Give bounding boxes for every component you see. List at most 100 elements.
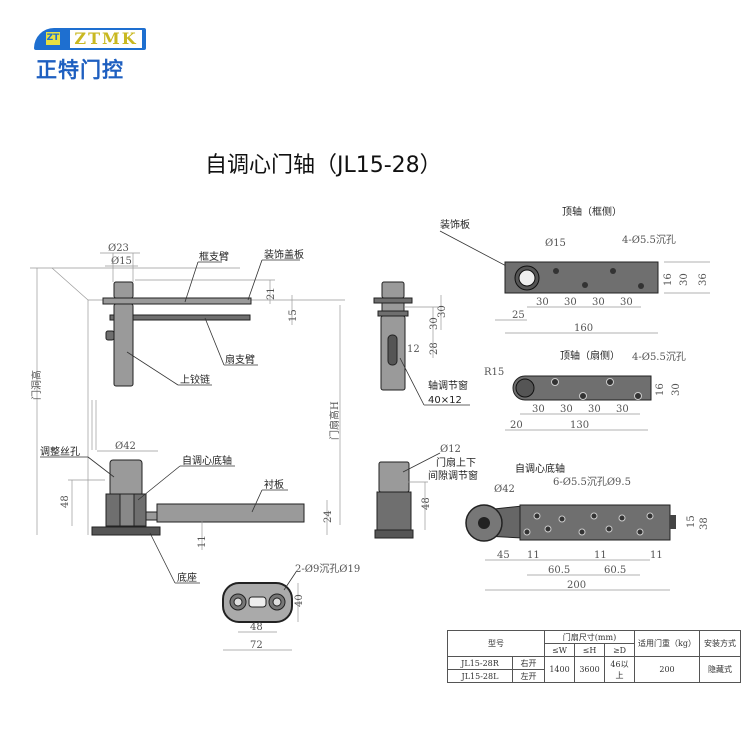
th-weight: 适用门重（kg） bbox=[634, 630, 700, 657]
upper-hinge bbox=[113, 303, 134, 387]
label-deco: 装饰板 bbox=[440, 218, 470, 231]
opening-height-label: 门洞高 bbox=[30, 370, 43, 400]
pivot-head bbox=[109, 459, 143, 497]
dim-d12: Ø12 bbox=[440, 444, 461, 455]
leaf-pitch-3: 30 bbox=[588, 404, 601, 415]
dim-30-left: 30 bbox=[437, 305, 448, 318]
side-view: 门洞高 门扇高H Ø23 Ø15 21 15 框支臂 装饰盖板 扇支臂 上 bbox=[30, 243, 345, 584]
logo-name: ZTMK bbox=[70, 30, 142, 48]
label-leaf-arm: 扇支臂 bbox=[225, 353, 255, 366]
cell-dir: 左开 bbox=[511, 669, 546, 683]
label-upper-hinge: 上铰链 bbox=[180, 373, 210, 386]
label-window1: 轴调节窗 bbox=[428, 379, 468, 392]
dim-36-frame: 36 bbox=[698, 273, 709, 286]
th-h: ≤H bbox=[574, 643, 605, 657]
dim-45: 45 bbox=[497, 550, 510, 561]
label-holes-frame: 4-Ø5.5沉孔 bbox=[622, 233, 676, 246]
dim-16-leaf: 16 bbox=[655, 383, 666, 396]
dim-15: 15 bbox=[288, 309, 299, 322]
dim-d42-bottom: Ø42 bbox=[494, 484, 515, 495]
label-bottom-pivot: 自调心底轴 bbox=[182, 454, 232, 467]
drawing-title: 自调心门轴（JL15-28） bbox=[205, 153, 442, 178]
bottom-pivot-view: 自调心底轴 Ø42 6-Ø5.5沉孔Ø9.5 45 11 11 11 60.5 … bbox=[465, 462, 710, 591]
frame-arm bbox=[102, 297, 252, 305]
dim-72: 72 bbox=[250, 640, 263, 651]
label-window2b: 间隙调节窗 bbox=[428, 469, 478, 482]
label-holes-leaf: 4-Ø5.5沉孔 bbox=[632, 350, 686, 363]
dim-21: 21 bbox=[266, 287, 277, 300]
dim-30-frame: 30 bbox=[679, 273, 690, 286]
liner-plate bbox=[156, 503, 305, 523]
dim-11-b: 11 bbox=[594, 550, 607, 561]
logo: ZT ZTMK 正特门控 bbox=[34, 28, 149, 88]
dim-60-5-b: 60.5 bbox=[604, 565, 626, 576]
cell-w: 1400 bbox=[544, 656, 575, 683]
th-d: ≥D bbox=[604, 643, 635, 657]
logo-mark: ZT bbox=[46, 32, 60, 45]
dim-40: 40 bbox=[294, 594, 305, 607]
dim-48-base: 48 bbox=[250, 622, 263, 633]
label-frame-arm: 框支臂 bbox=[199, 250, 229, 263]
dim-60-5-a: 60.5 bbox=[548, 565, 570, 576]
th-install: 安装方式 bbox=[699, 630, 741, 657]
dim-d42: Ø42 bbox=[115, 441, 136, 452]
top-frame-view: 顶轴（框侧） 装饰板 Ø15 4-Ø5.5沉孔 30 30 30 30 25 1… bbox=[437, 205, 710, 334]
dim-20: 20 bbox=[510, 420, 523, 431]
dim-48-mid: 48 bbox=[421, 497, 432, 510]
pitch-3: 30 bbox=[592, 297, 605, 308]
th-model: 型号 bbox=[447, 630, 545, 657]
dim-r15: R15 bbox=[484, 367, 504, 378]
dim-30-mid: 30 bbox=[429, 317, 440, 330]
cell-h: 3600 bbox=[574, 656, 605, 683]
dim-130: 130 bbox=[570, 420, 589, 431]
base-top-view: 2-Ø9沉孔Ø19 40 48 72 bbox=[222, 562, 360, 651]
base-plate bbox=[91, 526, 161, 536]
label-liner-plate: 衬板 bbox=[264, 478, 284, 491]
label-window2a: 门扇上下 bbox=[436, 456, 476, 469]
label-window1-size: 40×12 bbox=[428, 395, 462, 406]
dim-24: 24 bbox=[323, 510, 334, 523]
th-w: ≤W bbox=[544, 643, 575, 657]
cell-dir: 右开 bbox=[511, 656, 546, 670]
cell-model: JL15-28R bbox=[447, 656, 513, 670]
th-size: 门扇尺寸(mm) bbox=[544, 630, 635, 644]
dim-25: 25 bbox=[512, 310, 525, 321]
label-cover-plate: 装饰盖板 bbox=[264, 248, 304, 261]
leaf-height-label: 门扇高H bbox=[328, 401, 341, 440]
spec-table: 型号 门扇尺寸(mm) 适用门重（kg） 安装方式 ≤W ≤H ≥D JL15-… bbox=[447, 630, 741, 683]
dim-160: 160 bbox=[574, 323, 593, 334]
table-row: JL15-28L 左开 bbox=[447, 669, 741, 683]
dim-30-leaf: 30 bbox=[671, 383, 682, 396]
leaf-pitch-2: 30 bbox=[560, 404, 573, 415]
table-row: JL15-28R 右开 1400 3600 46以上 200 隐藏式 bbox=[447, 656, 741, 683]
logo-cn: 正特门控 bbox=[36, 58, 124, 82]
dim-11: 11 bbox=[197, 535, 208, 548]
cell-model: JL15-28L bbox=[447, 669, 513, 683]
cell-weight: 200 bbox=[634, 656, 700, 683]
bottom-title: 自调心底轴 bbox=[515, 462, 565, 475]
leaf-arm bbox=[109, 314, 251, 321]
dim-d23: Ø23 bbox=[108, 243, 129, 254]
pitch-2: 30 bbox=[564, 297, 577, 308]
hinge-knob bbox=[105, 330, 115, 341]
dim-15-bottom: 15 bbox=[686, 515, 697, 528]
dim-11-a: 11 bbox=[527, 550, 540, 561]
top-frame-title: 顶轴（框侧） bbox=[562, 205, 622, 218]
hinge-cap bbox=[113, 281, 134, 299]
dim-200: 200 bbox=[567, 580, 586, 591]
dim-28-mid: 28 bbox=[429, 342, 440, 355]
leaf-pitch-4: 30 bbox=[616, 404, 629, 415]
top-leaf-title: 顶轴（扇侧） bbox=[560, 349, 620, 362]
dim-16-frame: 16 bbox=[663, 273, 674, 286]
dim-11-c: 11 bbox=[650, 550, 663, 561]
dim-48-side: 48 bbox=[60, 495, 71, 508]
dim-d15: Ø15 bbox=[111, 256, 132, 267]
label-adjust-hole: 调整丝孔 bbox=[40, 445, 80, 458]
label-base-holes: 2-Ø9沉孔Ø19 bbox=[295, 562, 360, 575]
middle-view: 30 28 12 轴调节窗 40×12 48 Ø12 门扇上下 间隙调节窗 bbox=[373, 281, 478, 539]
top-leaf-view: 顶轴（扇侧） R15 4-Ø5.5沉孔 30 30 30 30 20 130 1… bbox=[484, 349, 686, 431]
dim-38-bottom: 38 bbox=[699, 517, 710, 530]
leaf-pitch-1: 30 bbox=[532, 404, 545, 415]
